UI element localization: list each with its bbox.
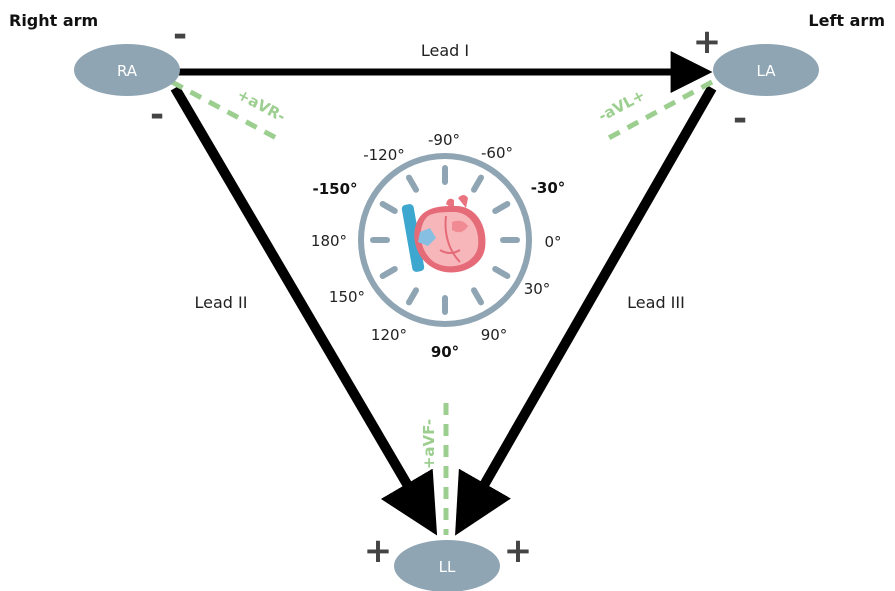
ll-label: LL: [439, 558, 456, 576]
avl-label: -aVL+: [595, 86, 648, 125]
left-arm-title: Left arm: [808, 11, 885, 30]
ra-label: RA: [117, 62, 138, 80]
lead1-label: Lead I: [421, 41, 469, 60]
degree-label-bold: 90°: [431, 343, 459, 361]
degree-label: 150°: [329, 288, 365, 306]
dial-tick: [406, 287, 419, 306]
dial-tick: [492, 266, 511, 279]
ll-left-polarity: +: [364, 531, 393, 571]
anatomical-heart-icon: [401, 195, 486, 273]
la-node: [713, 44, 819, 96]
avr-label: +aVR-: [234, 85, 288, 125]
lead2-arrow: [170, 85, 438, 536]
dial-tick: [492, 201, 511, 214]
avf-label: +aVF-: [420, 419, 438, 469]
degree-label: -90°: [428, 131, 460, 149]
degree-label: 0°: [544, 233, 561, 251]
degree-label-bold: -150°: [312, 180, 357, 198]
dial-tick: [379, 201, 398, 214]
lead3-arrow: [455, 85, 717, 536]
la-label: LA: [757, 62, 777, 80]
degree-label: 30°: [524, 280, 551, 298]
dial-tick: [406, 174, 419, 193]
axis-dial-ticks: [370, 165, 520, 315]
dial-tick: [471, 287, 484, 306]
ll-right-polarity: +: [504, 531, 533, 571]
degree-label: 120°: [371, 326, 407, 344]
ll-node: [394, 540, 500, 591]
degree-label: 90°: [481, 326, 508, 344]
ra-top-polarity: -: [173, 15, 187, 55]
lead2-label: Lead II: [195, 293, 248, 312]
degree-label: 180°: [311, 232, 347, 250]
lead3-label: Lead III: [627, 293, 685, 312]
degree-label-bold: -30°: [531, 179, 566, 197]
dial-tick: [379, 266, 398, 279]
dial-tick: [471, 174, 484, 193]
right-arm-title: Right arm: [9, 11, 98, 30]
la-top-polarity: +: [693, 22, 722, 62]
axis-dial-ring: [358, 153, 532, 327]
ra-bottom-polarity: -: [150, 95, 164, 135]
la-bottom-polarity: -: [733, 99, 747, 139]
degree-label: -120°: [363, 146, 405, 164]
degree-label: -60°: [481, 144, 513, 162]
ra-node: [74, 44, 180, 96]
